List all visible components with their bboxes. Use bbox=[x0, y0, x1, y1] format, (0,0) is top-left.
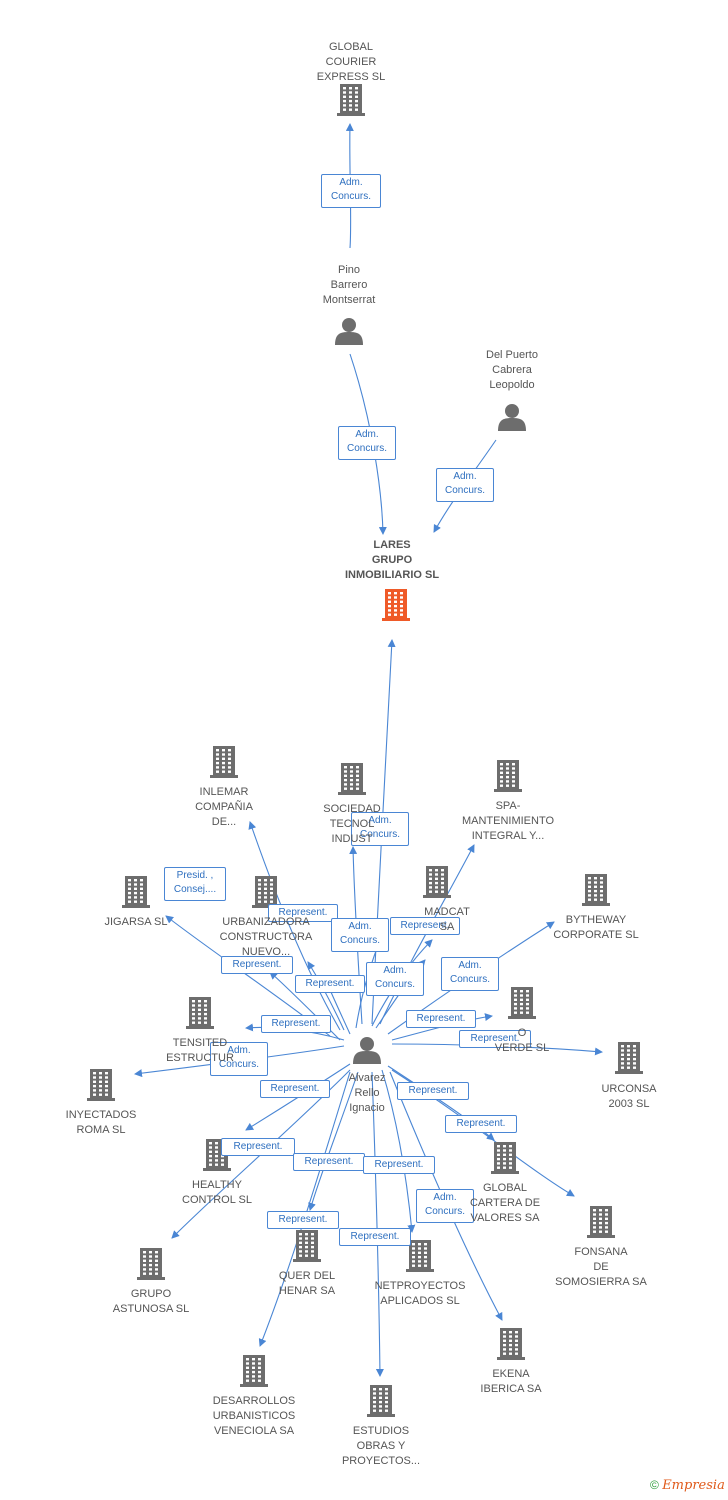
node-label-desarrollos[interactable]: DESARROLLOS URBANISTICOS VENECIOLA SA bbox=[212, 1395, 296, 1437]
building-icon-ekena[interactable] bbox=[497, 1328, 525, 1360]
node-label-lares[interactable]: LARES GRUPO INMOBILIARIO SL bbox=[344, 539, 440, 581]
edge-label[interactable]: Represent. bbox=[363, 1156, 435, 1174]
node-label-netproyectos[interactable]: NETPROYECTOS APLICADOS SL bbox=[374, 1280, 466, 1307]
node-label-del_puerto[interactable]: Del Puerto Cabrera Leopoldo bbox=[486, 349, 538, 391]
edge-label[interactable]: Represent. bbox=[339, 1228, 411, 1246]
edge-label[interactable]: Adm. Concurs. bbox=[436, 468, 494, 502]
node-label-global_courier[interactable]: GLOBAL COURIER EXPRESS SL bbox=[316, 41, 386, 83]
edge-label[interactable]: Adm. Concurs. bbox=[366, 962, 424, 996]
building-icon-healthy[interactable] bbox=[203, 1139, 231, 1171]
edge-label[interactable]: Presid. , Consej.... bbox=[164, 867, 226, 901]
node-label-fonsana[interactable]: FONSANA DE SOMOSIERRA SA bbox=[555, 1246, 647, 1288]
building-icon-bytheway[interactable] bbox=[582, 874, 610, 906]
edge-label[interactable]: Represent. bbox=[260, 1080, 330, 1098]
building-icon-tensited[interactable] bbox=[186, 997, 214, 1029]
building-icon-estudios[interactable] bbox=[367, 1385, 395, 1417]
node-label-inlemar[interactable]: INLEMAR COMPAÑIA DE... bbox=[195, 786, 253, 828]
node-label-pino[interactable]: Pino Barrero Montserrat bbox=[322, 264, 376, 306]
building-icon-jigarsa[interactable] bbox=[122, 876, 150, 908]
building-icon-sociedad[interactable] bbox=[338, 763, 366, 795]
edge-alvarez-global_cartera bbox=[387, 1065, 495, 1141]
edge-label[interactable]: Adm. Concurs. bbox=[416, 1189, 474, 1223]
edge-label[interactable]: Represent. bbox=[221, 956, 293, 974]
node-label-inyectados[interactable]: INYECTADOS ROMA SL bbox=[65, 1109, 137, 1136]
node-label-healthy[interactable]: HEALTHY CONTROL SL bbox=[182, 1179, 252, 1206]
edge-label[interactable]: Represent. bbox=[459, 1030, 531, 1048]
footer-brand[interactable]: © Empresia bbox=[650, 1478, 725, 1493]
node-label-urbanizadora[interactable]: URBANIZADORA CONSTRUCTORA NUEVO... bbox=[219, 916, 313, 958]
edge-label[interactable]: Represent. bbox=[268, 904, 338, 922]
node-label-quer[interactable]: QUER DEL HENAR SA bbox=[278, 1270, 336, 1297]
building-icon-netproyectos[interactable] bbox=[406, 1240, 434, 1272]
building-icon-lares[interactable] bbox=[382, 589, 410, 621]
node-label-jigarsa[interactable]: JIGARSA SL bbox=[104, 916, 168, 928]
person-icon-pino[interactable] bbox=[335, 318, 363, 345]
edge-label[interactable]: Adm. Concurs. bbox=[210, 1042, 268, 1076]
node-label-global_cartera[interactable]: GLOBAL CARTERA DE VALORES SA bbox=[469, 1182, 541, 1224]
edge-label[interactable]: Adm. Concurs. bbox=[321, 174, 381, 208]
node-label-ekena[interactable]: EKENA IBERICA SA bbox=[480, 1368, 542, 1395]
building-icon-quer[interactable] bbox=[293, 1230, 321, 1262]
node-label-sociedad[interactable]: SOCIEDAD TECNOL INDUST bbox=[323, 803, 381, 845]
node-label-verde[interactable]: O VERDE SL bbox=[494, 1027, 550, 1054]
edge-label[interactable]: Adm. Concurs. bbox=[331, 918, 389, 952]
node-label-grupo_astunosa[interactable]: GRUPO ASTUNOSA SL bbox=[112, 1288, 190, 1315]
node-label-urconsa[interactable]: URCONSA 2003 SL bbox=[601, 1083, 657, 1110]
building-icon-fonsana[interactable] bbox=[587, 1206, 615, 1238]
node-label-bytheway[interactable]: BYTHEWAY CORPORATE SL bbox=[553, 914, 639, 941]
building-icon-verde[interactable] bbox=[508, 987, 536, 1019]
building-icon-inyectados[interactable] bbox=[87, 1069, 115, 1101]
building-icon-desarrollos[interactable] bbox=[240, 1355, 268, 1387]
edge-alvarez-urbanizadora bbox=[269, 971, 341, 1041]
edge-label[interactable]: Represent. bbox=[397, 1082, 469, 1100]
person-icon-alvarez[interactable] bbox=[353, 1037, 381, 1064]
building-icon-urbanizadora[interactable] bbox=[252, 876, 280, 908]
person-icon-del_puerto[interactable] bbox=[498, 404, 526, 431]
node-label-alvarez[interactable]: Alvarez Rello Ignacio bbox=[348, 1072, 386, 1114]
edge-label[interactable]: Represent. bbox=[390, 917, 460, 935]
node-label-estudios[interactable]: ESTUDIOS OBRAS Y PROYECTOS... bbox=[341, 1425, 421, 1467]
building-icon-spa[interactable] bbox=[494, 760, 522, 792]
edge-label[interactable]: Adm. Concurs. bbox=[441, 957, 499, 991]
edge-label[interactable]: Adm. Concurs. bbox=[351, 812, 409, 846]
edge-label[interactable]: Represent. bbox=[221, 1138, 295, 1156]
building-icon-madcat[interactable] bbox=[423, 866, 451, 898]
edge-label[interactable]: Adm. Concurs. bbox=[338, 426, 396, 460]
building-icon-global_courier[interactable] bbox=[337, 84, 365, 116]
edge-label[interactable]: Represent. bbox=[267, 1211, 339, 1229]
edge-label[interactable]: Represent. bbox=[406, 1010, 476, 1028]
building-icon-grupo_astunosa[interactable] bbox=[137, 1248, 165, 1280]
edge-alvarez-quer bbox=[308, 1071, 359, 1211]
edge-label[interactable]: Represent. bbox=[261, 1015, 331, 1033]
edge-alvarez-healthy bbox=[245, 1063, 351, 1131]
copyright-symbol: © bbox=[650, 1478, 659, 1492]
edge-alvarez-estudios bbox=[371, 1071, 384, 1377]
building-icon-inlemar[interactable] bbox=[210, 746, 238, 778]
edge-label[interactable]: Represent. bbox=[445, 1115, 517, 1133]
edge-label[interactable]: Represent. bbox=[295, 975, 365, 993]
brand-logo-text: Empresia bbox=[662, 1478, 725, 1493]
building-icon-urconsa[interactable] bbox=[615, 1042, 643, 1074]
edge-label[interactable]: Represent. bbox=[293, 1153, 365, 1171]
node-label-spa[interactable]: SPA- MANTENIMIENTO INTEGRAL Y... bbox=[461, 800, 555, 842]
node-label-tensited[interactable]: TENSITED ESTRUCTUR bbox=[166, 1037, 234, 1064]
node-label-madcat[interactable]: MADCAT SA bbox=[424, 906, 470, 933]
building-icon-global_cartera[interactable] bbox=[491, 1142, 519, 1174]
